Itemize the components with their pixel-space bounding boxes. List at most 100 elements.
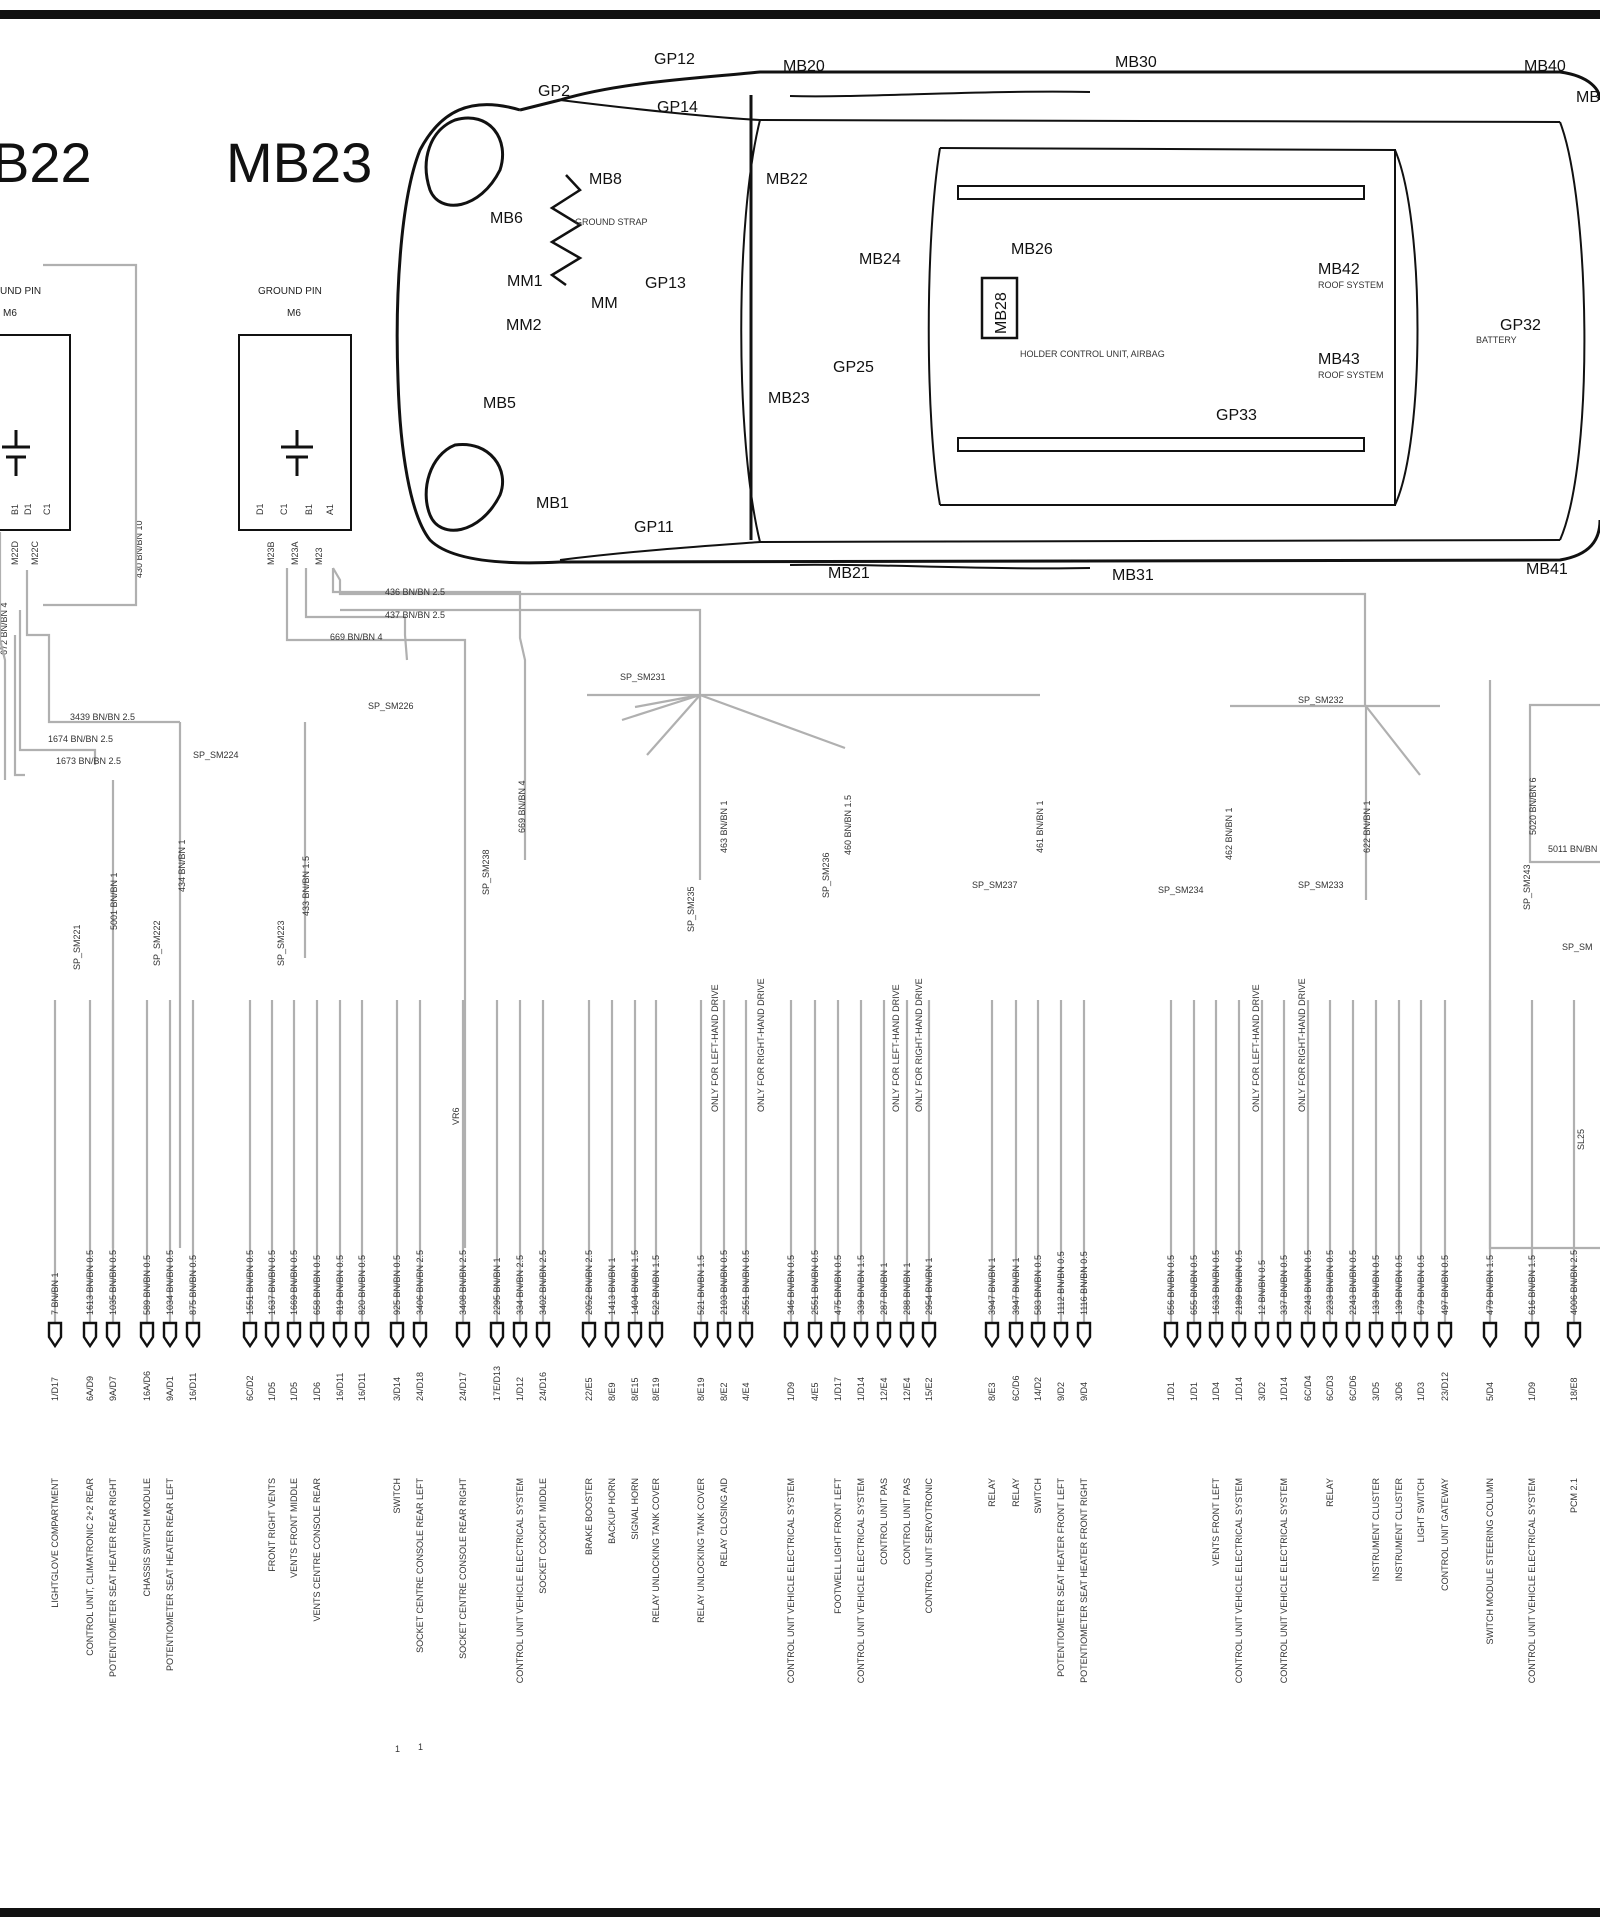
connector-terminal-icon (332, 1321, 348, 1349)
lbl-gp33: GP33 (1216, 407, 1257, 424)
component-description: BACKUP HORN (607, 1478, 617, 1544)
connector-terminal-icon (412, 1321, 428, 1349)
feed-436: 436 BN/BN 2.5 (385, 587, 445, 597)
component-description: LIGHT SWITCH (1416, 1478, 1426, 1542)
ground-block-left: UND PIN M6 B1 D1 C1 M22D M22C 430 BN/BN … (0, 286, 144, 655)
component-description: RELAY CLOSING AID (719, 1478, 729, 1567)
connector-terminal-icon (82, 1321, 98, 1349)
trunk-434: 434 BN/BN 1 (177, 839, 187, 892)
connector-code: 6C/D4 (1303, 1375, 1313, 1401)
connector-code: 1/D9 (1527, 1382, 1537, 1401)
connector-terminal-icon (693, 1321, 709, 1349)
trunk-433: 433 BN/BN 1.5 (301, 856, 311, 916)
splice-sm223: SP_SM223 (276, 920, 286, 966)
connector-terminal-icon (1300, 1321, 1316, 1349)
connector-code: 17E/D13 (492, 1366, 502, 1401)
connector-code: 8/E3 (987, 1382, 997, 1401)
splice-sm237: SP_SM237 (972, 880, 1018, 890)
connector-code: 6A/D9 (85, 1376, 95, 1401)
branch-wire-label: 820 BN/BN 0.5 (357, 1255, 367, 1315)
connector-terminal-icon (1391, 1321, 1407, 1349)
connector-code: 1/D17 (50, 1377, 60, 1401)
connector-code: 24/D16 (538, 1372, 548, 1401)
component-description: POTENTIOMETER SEAT HEATER FRONT LEFT (1056, 1478, 1066, 1677)
trunk-669: 669 BN/BN 4 (517, 780, 527, 833)
lbl-mb6: MB6 (490, 210, 523, 227)
lbl-roof-system-1: ROOF SYSTEM (1318, 280, 1384, 290)
connector-terminal-icon (185, 1321, 201, 1349)
connector-code: 1/D4 (1211, 1382, 1221, 1401)
splice-sm232: SP_SM232 (1298, 695, 1344, 705)
component-description: CONTROL UNIT, CLIMATRONIC 2+2 REAR (85, 1478, 95, 1656)
connector-code: 8/E19 (651, 1377, 661, 1401)
connector-code: 18/E8 (1569, 1377, 1579, 1401)
connector-terminal-icon (535, 1321, 551, 1349)
connector-code: 1/D17 (833, 1377, 843, 1401)
connector-code: 16/D11 (357, 1373, 367, 1401)
connector-code: 23/D12 (1440, 1372, 1450, 1401)
lbl-mb1: MB1 (536, 495, 569, 512)
component-description: FRONT RIGHT VENTS (267, 1478, 277, 1572)
connector-terminal-icon (242, 1321, 258, 1349)
branch-wire-label: 3947 BN/BN 1 (1011, 1257, 1021, 1315)
branch-wire-label: 2243 BN/BN 0.5 (1348, 1250, 1358, 1315)
branch-wire-label: 475 BN/BN 0.5 (833, 1255, 843, 1315)
connector-terminal-icon (354, 1321, 370, 1349)
lbl-ground-strap: GROUND STRAP (575, 217, 648, 227)
component-description: CONTROL UNIT PAS (879, 1478, 889, 1565)
lbl-gp2: GP2 (538, 83, 570, 100)
ground-block-right: GROUND PIN M6 D1 C1 B1 A1 M23B M23A M23 (238, 286, 352, 565)
connector-code: 8/E2 (719, 1382, 729, 1401)
connector-terminal-icon (389, 1321, 405, 1349)
lbl-mb21: MB21 (828, 565, 870, 582)
connector-code: 6C/D6 (1011, 1375, 1021, 1401)
connector-terminal-icon (604, 1321, 620, 1349)
branch-wire-label: 4006 BN/BN 2.5 (1569, 1250, 1579, 1315)
branch-wire-label: 2295 BN/BN 1 (492, 1257, 502, 1315)
lbl-mb23-car: MB23 (768, 390, 810, 407)
trunk-sl25: SL25 (1576, 1129, 1586, 1150)
splice-sm234: SP_SM234 (1158, 885, 1204, 895)
trunk-622: 622 BN/BN 1 (1362, 800, 1372, 853)
component-description: CONTROL UNIT GATEWAY (1440, 1478, 1450, 1591)
component-description: CONTROL UNIT SERVOTRONIC (924, 1478, 934, 1614)
component-description: POTENTIOMETER SEAT HEATER FRONT RIGHT (1079, 1478, 1089, 1683)
splice-sm233: SP_SM233 (1298, 880, 1344, 890)
note-rhd-2: ONLY FOR RIGHT-HAND DRIVE (914, 978, 924, 1112)
connector-code: 1/D14 (856, 1377, 866, 1401)
connector-code: 4/E5 (810, 1382, 820, 1401)
splice-labels: SP_SM231 SP_SM226 SP_SM224 SP_SM232 SP_S… (72, 672, 1593, 970)
pin-d1-left: D1 (23, 503, 33, 515)
connector-terminal-icon (105, 1321, 121, 1349)
connector-terminal-icon (1231, 1321, 1247, 1349)
stud-m23: M23 (314, 547, 324, 565)
connector-code: 24/D18 (415, 1372, 425, 1401)
pin-b1-right: B1 (304, 504, 314, 515)
component-description: RELAY (987, 1478, 997, 1507)
stud-m22c: M22C (30, 540, 40, 565)
note-lhd-1: ONLY FOR LEFT-HAND DRIVE (710, 984, 720, 1112)
wire-430: 430 BN/BN 10 (134, 520, 144, 578)
branch-wire-label: 1633 BN/BN 0.5 (1211, 1250, 1221, 1315)
branch-wire-label: 2551 BN/BN 0.5 (741, 1250, 751, 1315)
connector-code: 1/D5 (289, 1382, 299, 1401)
connector-code: 8/E9 (607, 1382, 617, 1401)
connector-terminal-icon (1030, 1321, 1046, 1349)
pin-c1-right: C1 (279, 503, 289, 515)
lbl-mb8: MB8 (589, 171, 622, 188)
branch-wire-label: 819 BN/BN 0.5 (335, 1255, 345, 1315)
branch-wire-label: 2189 BN/BN 0.5 (1234, 1250, 1244, 1315)
connector-terminal-icon (47, 1321, 63, 1349)
component-description: RELAY UNLOCKING TANK COVER (651, 1478, 661, 1623)
splice-sm222: SP_SM222 (152, 920, 162, 966)
component-description: BRAKE BOOSTER (584, 1478, 594, 1556)
component-description: POTENTIOMETER SEAT HEATER REAR RIGHT (108, 1478, 118, 1678)
top-border (0, 10, 1600, 19)
connector-terminal-icon (1008, 1321, 1024, 1349)
component-description: VENTS FRONT LEFT (1211, 1477, 1221, 1565)
feed-1674: 1674 BN/BN 2.5 (48, 734, 113, 744)
branch-wire-label: 2243 BN/BN 0.5 (1303, 1250, 1313, 1315)
connector-terminal-icon (264, 1321, 280, 1349)
branch-wire-label: 656 BN/BN 0.5 (1166, 1255, 1176, 1315)
